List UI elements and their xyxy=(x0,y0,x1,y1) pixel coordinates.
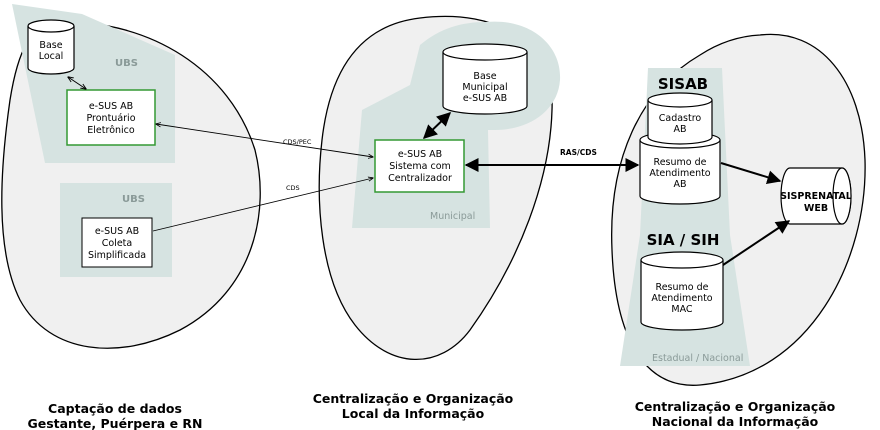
edges xyxy=(68,77,791,266)
base-local-db: Base Local xyxy=(27,19,75,75)
sisprenatal-label-2: WEB xyxy=(804,203,828,214)
base-municipal-label-2: Municipal xyxy=(462,82,507,93)
cadastro-label-2: AB xyxy=(673,124,686,135)
coleta-label-3: Simplificada xyxy=(88,250,146,261)
sia-sih-title: SIA / SIH xyxy=(647,231,720,249)
group-captacao: UBS UBS Base Local e-SUS AB Prontuário E… xyxy=(1,4,261,430)
caption-nacional-2: Nacional da Informação xyxy=(652,414,819,429)
caption-captacao-1: Captação de dados xyxy=(48,401,182,416)
sisprenatal-label-1: SISPRENATAL xyxy=(780,191,852,202)
caption-nacional-1: Centralização e Organização xyxy=(635,399,836,414)
centralizador-label-3: Centralizador xyxy=(388,173,452,184)
base-local-label-2: Local xyxy=(39,51,64,62)
edge-coleta-centralizador xyxy=(152,178,373,232)
zone-nacional-label: Estadual / Nacional xyxy=(652,353,743,364)
group-local: Municipal Base Municipal e-SUS AB e-SUS … xyxy=(313,15,561,421)
caption-captacao-2: Gestante, Puérpera e RN xyxy=(27,416,202,430)
resumo-ab-label-1: Resumo de xyxy=(654,157,707,168)
base-municipal-db: Base Municipal e-SUS AB xyxy=(442,43,528,115)
prontuario-label-1: e-SUS AB xyxy=(89,101,133,112)
prontuario-label-3: Eletrônico xyxy=(87,125,135,136)
edge-label-ras-cds: RAS/CDS xyxy=(560,148,597,157)
cadastro-ab-db: Cadastro AB xyxy=(647,92,713,145)
zone-ubs-bottom-label: UBS xyxy=(122,194,145,205)
resumo-mac-label-2: Atendimento xyxy=(651,293,712,304)
edge-resumoab-sisprenatal xyxy=(720,162,782,185)
zone-municipal-label: Municipal xyxy=(430,211,475,222)
coleta-node: e-SUS AB Coleta Simplificada xyxy=(81,217,153,268)
centralizador-label-1: e-SUS AB xyxy=(398,149,442,160)
base-municipal-label-3: e-SUS AB xyxy=(463,93,507,104)
centralizador-node: e-SUS AB Sistema com Centralizador xyxy=(374,139,465,193)
edge-resumomac-sisprenatal xyxy=(722,220,791,266)
resumo-ab-label-3: AB xyxy=(673,179,686,190)
cadastro-label-1: Cadastro xyxy=(659,113,702,124)
prontuario-node: e-SUS AB Prontuário Eletrônico xyxy=(66,89,156,146)
coleta-label-2: Coleta xyxy=(102,238,132,249)
zone-ubs-top-label: UBS xyxy=(115,58,138,69)
prontuario-label-2: Prontuário xyxy=(86,113,135,124)
edge-baselocal-prontuario xyxy=(68,77,86,89)
sisprenatal-db: SISPRENATAL WEB xyxy=(780,167,852,225)
edge-label-cds: CDS xyxy=(286,184,300,192)
base-municipal-label-1: Base xyxy=(473,71,496,82)
sisab-title: SISAB xyxy=(658,75,708,93)
edge-prontuario-centralizador xyxy=(156,124,373,157)
base-local-label-1: Base xyxy=(39,40,62,51)
group-nacional: Estadual / Nacional SISAB SIA / SIH Resu… xyxy=(611,33,866,429)
edge-centralizador-basemunicipal xyxy=(422,112,452,139)
edge-label-cds-pec: CDS/PEC xyxy=(283,138,312,146)
centralizador-label-2: Sistema com xyxy=(389,161,451,172)
caption-local-1: Centralização e Organização xyxy=(313,391,514,406)
resumo-mac-db: Resumo de Atendimento MAC xyxy=(640,251,724,331)
resumo-mac-label-3: MAC xyxy=(671,304,693,315)
resumo-mac-label-1: Resumo de xyxy=(656,282,709,293)
coleta-label-1: e-SUS AB xyxy=(95,226,139,237)
resumo-ab-label-2: Atendimento xyxy=(649,168,710,179)
caption-local-2: Local da Informação xyxy=(342,406,485,421)
resumo-ab-db: Resumo de Atendimento AB xyxy=(639,131,721,205)
